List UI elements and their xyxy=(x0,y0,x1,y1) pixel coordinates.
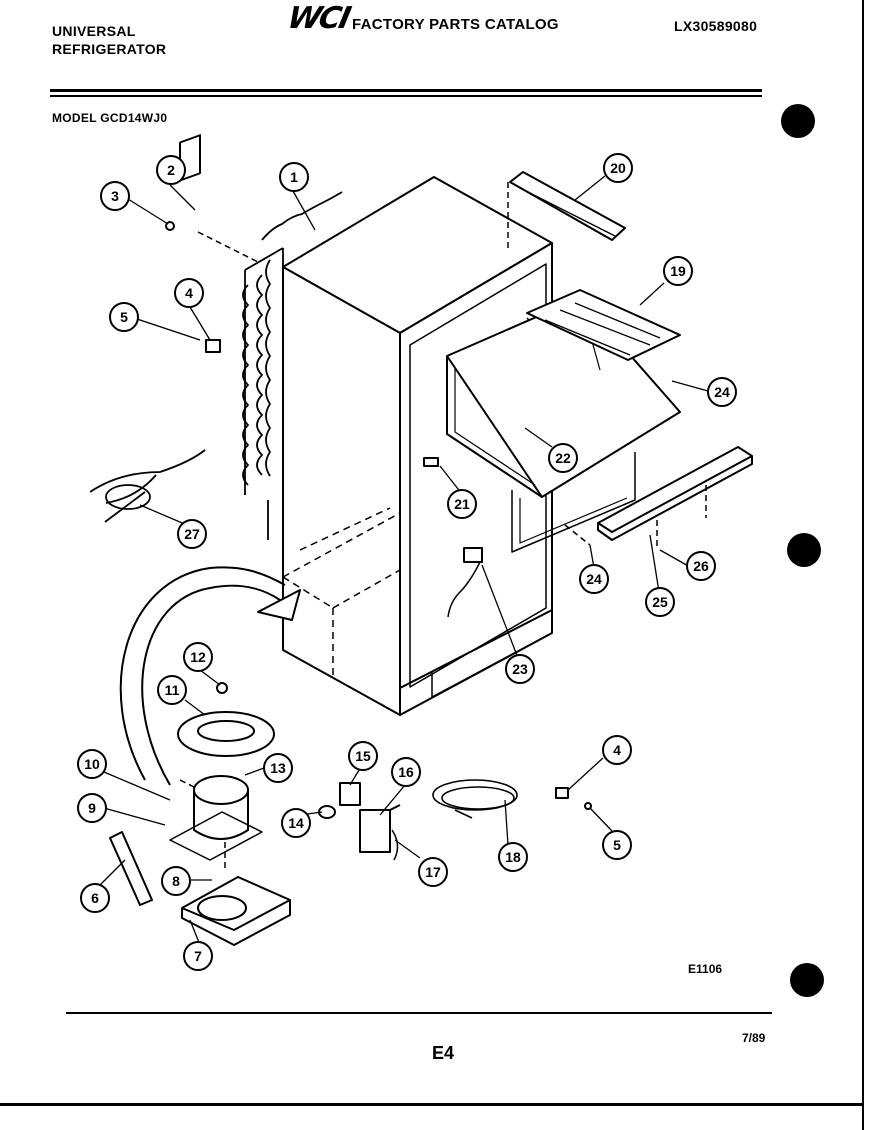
svg-text:22: 22 xyxy=(555,450,571,466)
callout-11: 11 xyxy=(157,675,187,705)
svg-text:5: 5 xyxy=(120,309,128,325)
part-18-drawing xyxy=(432,779,518,819)
svg-text:13: 13 xyxy=(270,760,286,776)
svg-text:3: 3 xyxy=(111,188,119,204)
part-17-drawing xyxy=(391,829,399,861)
svg-text:25: 25 xyxy=(652,594,668,610)
callout-22: 22 xyxy=(548,443,578,473)
callout-27: 27 xyxy=(177,519,207,549)
binder-hole-middle xyxy=(787,533,821,567)
callout-5: 5 xyxy=(109,302,139,332)
callout-17: 17 xyxy=(418,857,448,887)
svg-text:1: 1 xyxy=(290,169,298,185)
callout-10: 10 xyxy=(77,749,107,779)
footer-rule xyxy=(66,1012,772,1014)
part-27-drawing xyxy=(89,449,206,523)
page-number: E4 xyxy=(432,1043,455,1063)
part-25-drawing xyxy=(597,446,753,541)
callout-5-lower: 5 xyxy=(602,830,632,860)
svg-text:18: 18 xyxy=(505,849,521,865)
svg-text:6: 6 xyxy=(91,890,99,906)
part-4-lower-drawing xyxy=(555,787,569,799)
page-border-right xyxy=(862,0,864,1130)
binder-hole-top xyxy=(781,104,815,138)
svg-text:4: 4 xyxy=(613,742,621,758)
part-3-drawing xyxy=(165,221,175,231)
catalog-title: FACTORY PARTS CATALOG xyxy=(352,16,559,33)
drawing-code: E1106 xyxy=(688,962,723,976)
catalog-part-number: LX30589080 xyxy=(674,18,758,34)
callout-7: 7 xyxy=(183,941,213,971)
brand-block: UNIVERSAL REFRIGERATOR xyxy=(52,22,166,58)
svg-text:27: 27 xyxy=(184,526,200,542)
brand-line-1: UNIVERSAL xyxy=(52,23,136,39)
svg-text:2: 2 xyxy=(167,162,175,178)
svg-text:16: 16 xyxy=(398,764,414,780)
svg-text:7: 7 xyxy=(194,948,202,964)
svg-text:12: 12 xyxy=(190,649,206,665)
callout-19: 19 xyxy=(663,256,693,286)
callout-14: 14 xyxy=(281,808,311,838)
svg-text:5: 5 xyxy=(613,837,621,853)
svg-text:24: 24 xyxy=(714,384,730,400)
callout-24-upper: 24 xyxy=(707,377,737,407)
part-20-drawing xyxy=(509,171,626,241)
svg-text:24: 24 xyxy=(586,571,602,587)
callout-25: 25 xyxy=(645,587,675,617)
svg-text:19: 19 xyxy=(670,263,686,279)
callout-16: 16 xyxy=(391,757,421,787)
callout-4: 4 xyxy=(174,278,204,308)
part-19-drawing xyxy=(526,289,681,361)
callout-4-lower: 4 xyxy=(602,735,632,765)
header-rule-bottom xyxy=(50,95,762,97)
part-23-wire xyxy=(447,561,481,618)
page-date: 7/89 xyxy=(742,1031,766,1045)
callout-26: 26 xyxy=(686,551,716,581)
callout-12: 12 xyxy=(183,642,213,672)
callout-1: 1 xyxy=(279,162,309,192)
header-rule-top xyxy=(50,89,762,92)
bottom-border xyxy=(0,1103,864,1106)
svg-text:21: 21 xyxy=(454,496,470,512)
svg-text:26: 26 xyxy=(693,558,709,574)
model-number: MODEL GCD14WJ0 xyxy=(52,111,168,125)
callout-8: 8 xyxy=(161,866,191,896)
part-23-drawing xyxy=(463,547,483,563)
svg-text:9: 9 xyxy=(88,800,96,816)
callout-6: 6 xyxy=(80,883,110,913)
part-15-drawing xyxy=(339,782,361,806)
curved-arrow xyxy=(119,566,301,786)
callout-13: 13 xyxy=(263,753,293,783)
callout-3: 3 xyxy=(100,181,130,211)
svg-text:20: 20 xyxy=(610,160,626,176)
svg-text:8: 8 xyxy=(172,873,180,889)
part-5-lower-drawing xyxy=(584,802,592,810)
svg-text:14: 14 xyxy=(288,815,304,831)
callout-20: 20 xyxy=(603,153,633,183)
callout-leaders xyxy=(97,175,709,946)
binder-hole-bottom xyxy=(790,963,824,997)
brand-line-2: REFRIGERATOR xyxy=(52,41,167,57)
callout-23: 23 xyxy=(505,654,535,684)
callout-24-lower: 24 xyxy=(579,564,609,594)
svg-text:17: 17 xyxy=(425,864,441,880)
part-21-drawing xyxy=(423,457,439,467)
condenser-coil-drawing xyxy=(242,191,343,540)
svg-text:10: 10 xyxy=(84,756,100,772)
part-16-drawing xyxy=(359,804,401,853)
callout-2: 2 xyxy=(156,155,186,185)
callout-15: 15 xyxy=(348,741,378,771)
callout-18: 18 xyxy=(498,842,528,872)
part-7-drawing xyxy=(181,876,291,946)
svg-text:11: 11 xyxy=(165,682,180,698)
callout-21: 21 xyxy=(447,489,477,519)
svg-text:23: 23 xyxy=(512,661,528,677)
callout-9: 9 xyxy=(77,793,107,823)
svg-text:4: 4 xyxy=(185,285,193,301)
compressor-drawing xyxy=(169,682,275,861)
svg-text:15: 15 xyxy=(355,748,371,764)
part-6-drawing xyxy=(109,831,153,906)
part-4-drawing xyxy=(205,339,221,353)
